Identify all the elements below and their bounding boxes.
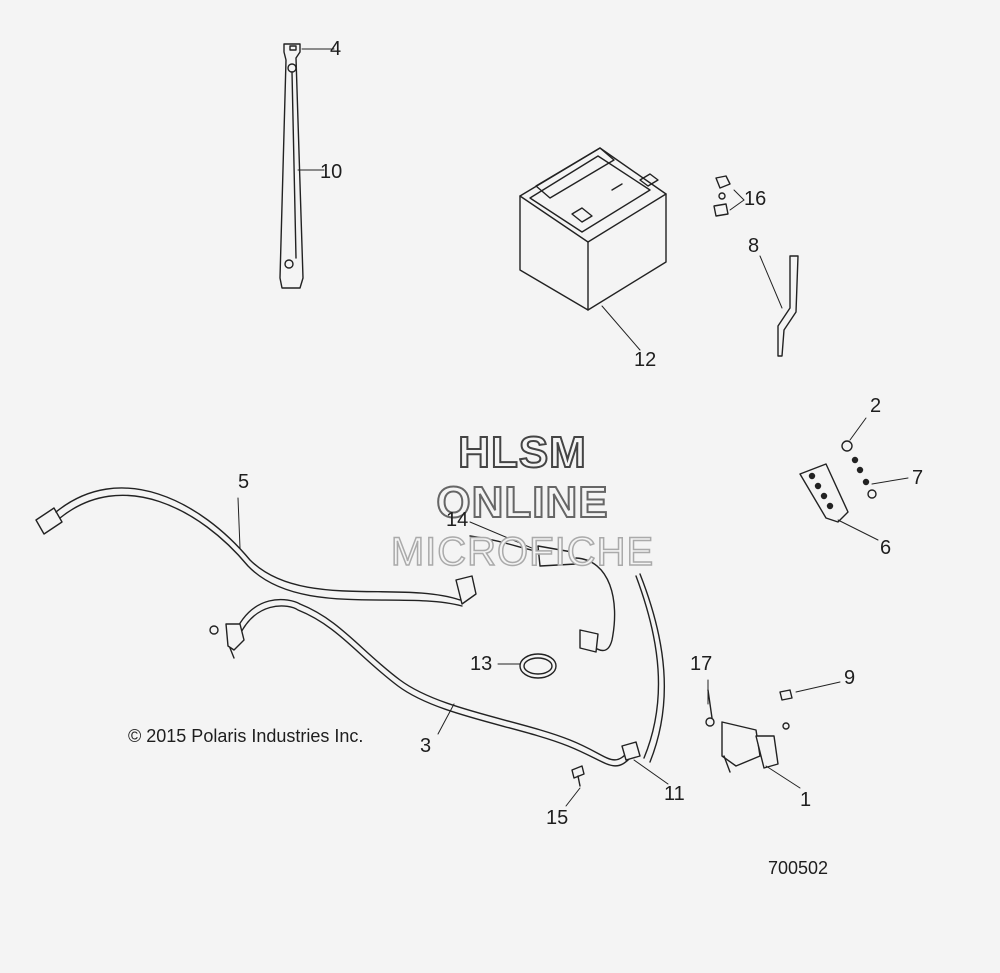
callout-14: 14 [446, 509, 469, 531]
callout-8: 8 [748, 235, 760, 257]
solenoid [705, 689, 793, 773]
callout-13: 13 [470, 653, 493, 675]
leader-lines [237, 48, 909, 807]
clamp [519, 653, 557, 679]
watermark-line-3: MICROFICHE [390, 529, 655, 575]
callout-10: 10 [320, 161, 343, 183]
callout-15: 15 [546, 807, 569, 829]
cable-nut [621, 741, 641, 761]
watermark-line-1: HLSM [457, 427, 587, 478]
figure-number: 700502 [768, 858, 829, 878]
screw [571, 765, 585, 787]
copyright-text: © 2015 Polaris Industries Inc. [128, 726, 364, 746]
terminal-bolts [713, 175, 731, 217]
battery-cable-3 [209, 598, 633, 767]
connector-lead-14 [469, 535, 666, 763]
callout-1: 1 [800, 789, 812, 811]
callout-5: 5 [238, 471, 250, 493]
callout-2: 2 [870, 395, 882, 417]
callout-7: 7 [912, 467, 924, 489]
callout-4: 4 [330, 38, 342, 60]
callout-11: 11 [664, 783, 685, 805]
terminal-block [799, 440, 877, 523]
callout-12: 12 [634, 349, 657, 371]
battery-cable-5 [35, 487, 477, 607]
callout-16: 16 [744, 188, 767, 210]
vent-tube [777, 255, 799, 357]
watermark-line-2: ONLINE [435, 477, 609, 528]
callout-9: 9 [844, 667, 856, 689]
callout-17: 17 [690, 653, 713, 675]
callout-6: 6 [880, 537, 892, 559]
callout-3: 3 [420, 735, 432, 757]
hold-down-strap [279, 43, 304, 289]
battery [519, 147, 667, 311]
